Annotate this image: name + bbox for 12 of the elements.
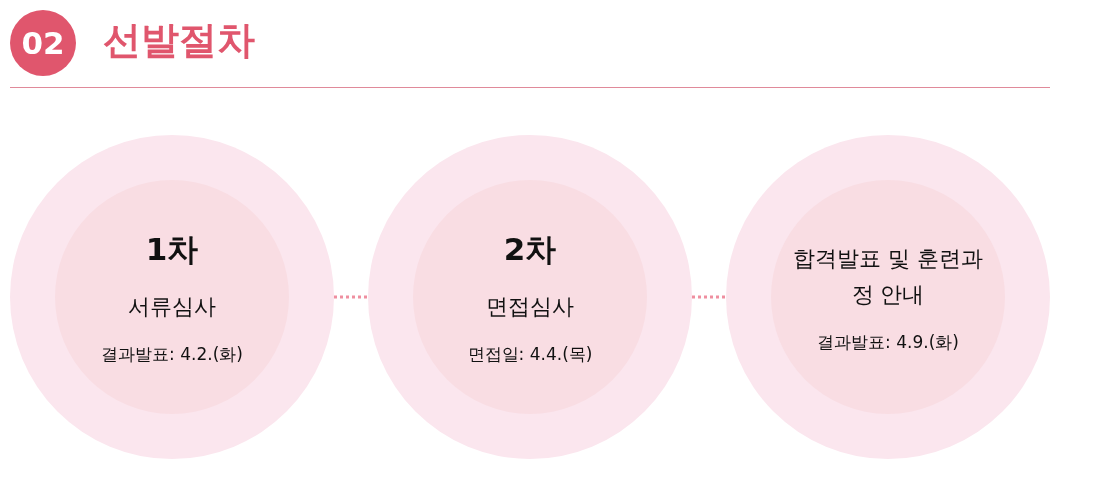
date-text: 결과발표: 4.9.(화) (817, 330, 959, 354)
step-title: 서류심사 (128, 292, 216, 321)
step-number: 2차 (503, 229, 557, 269)
number-badge: 02 (10, 10, 76, 76)
dotted-connector (692, 295, 726, 299)
step-number: 1차 (145, 229, 199, 269)
date-text: 면접일: 4.4.(목) (467, 342, 593, 366)
date-text: 결과발표: 4.2.(화) (101, 342, 243, 366)
step-title: 면접심사 (486, 292, 574, 321)
title: 선발절차 (103, 17, 255, 64)
step-title: 합격발표 및 훈련과정 안내 (793, 244, 983, 309)
dotted-connector (334, 295, 368, 299)
